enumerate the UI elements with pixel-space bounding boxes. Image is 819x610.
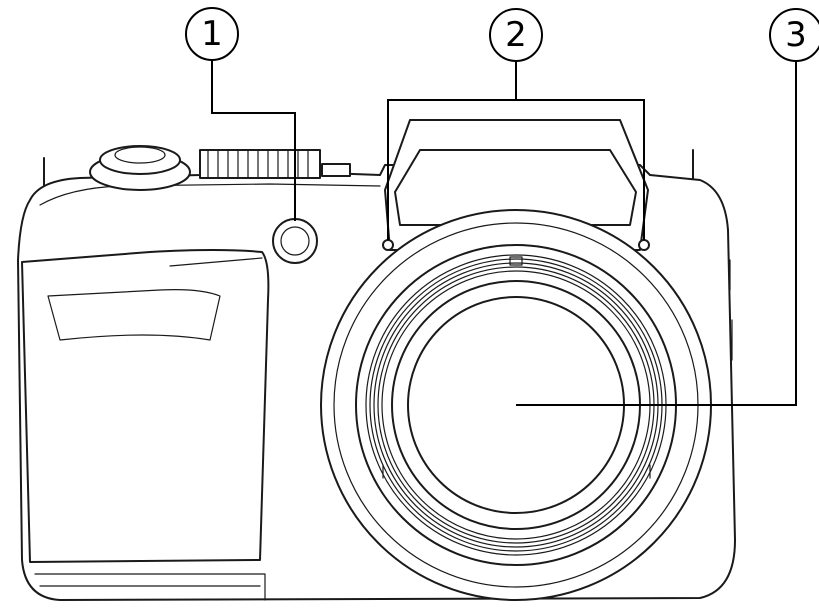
callout-2: 2 (387, 8, 645, 240)
mode-dial-cap (114, 146, 166, 164)
callout-3: 3 (516, 8, 819, 406)
callout-1: 1 (185, 7, 296, 221)
right-side-detail (729, 259, 733, 361)
callout-2-number: 2 (505, 15, 527, 55)
mode-dial-top (99, 145, 181, 175)
bottom-panel (34, 573, 266, 601)
hand-grip (21, 249, 270, 563)
power-button (321, 163, 351, 177)
callout-1-circle (185, 7, 239, 61)
microphone-left (382, 239, 394, 251)
af-assist-lamp-inner (280, 226, 310, 256)
callout-3-circle (769, 8, 819, 62)
callout-1-number: 1 (201, 14, 223, 54)
zoom-ring-ridges (207, 149, 309, 179)
callout-3-leader (516, 61, 797, 406)
flash-window (394, 149, 637, 226)
grip-texture-upper (47, 289, 221, 341)
microphone-right (638, 239, 650, 251)
callout-2-bracket (387, 99, 645, 240)
camera-body (17, 119, 736, 601)
callout-1-leader (211, 60, 296, 221)
zoom-ring (199, 149, 321, 179)
af-assist-lamp (272, 218, 318, 264)
callout-2-circle (489, 8, 543, 62)
callout-3-number: 3 (785, 15, 807, 55)
grip-ridge (169, 257, 263, 267)
